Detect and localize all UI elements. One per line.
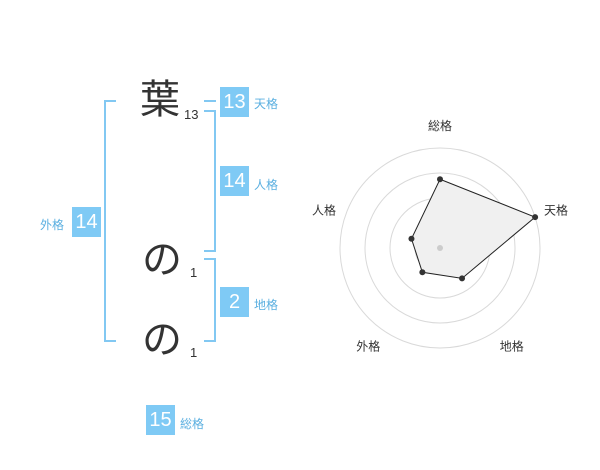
tenkaku-label: 天格 xyxy=(254,97,279,111)
soukaku-label: 総格 xyxy=(180,417,205,431)
jinkaku-value: 14 xyxy=(220,166,249,196)
radar-point-1 xyxy=(532,214,539,221)
radar-axis-label-2: 地格 xyxy=(500,339,524,354)
tenkaku-bracket-top xyxy=(204,100,216,102)
radar-point-4 xyxy=(408,235,415,242)
chikaku-bracket xyxy=(204,258,216,342)
radar-axis-label-3: 外格 xyxy=(356,339,380,354)
radar-point-0 xyxy=(437,176,443,183)
name-char-1: 葉 xyxy=(140,77,180,123)
radar-center-dot xyxy=(437,245,443,251)
jinkaku-bracket xyxy=(204,110,216,252)
name-char-2-strokes: 1 xyxy=(190,265,198,280)
radar-point-3 xyxy=(419,269,426,276)
name-char-3-strokes: 1 xyxy=(190,345,198,360)
gaikaku-label: 外格 xyxy=(40,218,65,232)
soukaku-value: 15 xyxy=(146,405,175,435)
radar-ring-3 xyxy=(364,172,516,324)
chikaku-label: 地格 xyxy=(254,298,279,312)
chikaku-value: 2 xyxy=(220,287,249,317)
tenkaku-value: 13 xyxy=(220,87,249,117)
radar-axis-label-0: 総格 xyxy=(428,118,452,133)
radar-point-2 xyxy=(459,275,466,282)
radar-axis-label-1: 天格 xyxy=(544,202,568,217)
gaikaku-bracket xyxy=(104,100,116,342)
name-char-2: の xyxy=(142,237,182,283)
name-char-3: の xyxy=(142,317,182,363)
gaikaku-value: 14 xyxy=(72,207,101,237)
radar-data-polygon xyxy=(410,178,537,279)
radar-axis-label-4: 人格 xyxy=(312,202,336,217)
radar-ring-4 xyxy=(339,147,541,349)
name-char-1-strokes: 13 xyxy=(184,107,199,122)
jinkaku-label: 人格 xyxy=(254,178,279,192)
